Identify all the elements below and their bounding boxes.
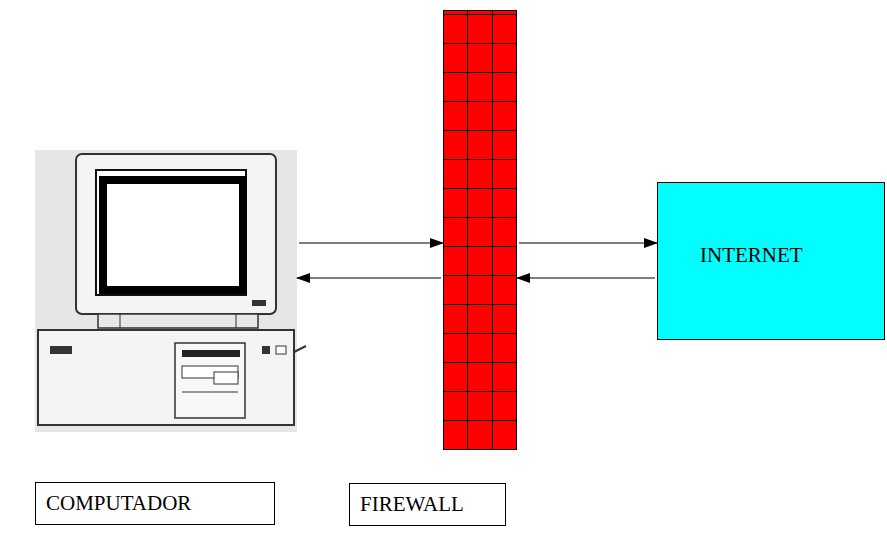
caption-label: COMPUTADOR — [35, 482, 275, 525]
arrow-connector — [517, 277, 655, 278]
caption-label: FIREWALL — [349, 483, 506, 526]
computer-node: COMPUTADOR — [35, 150, 297, 432]
arrow-connector — [297, 277, 441, 278]
firewall-node: FIREWALL — [443, 10, 517, 450]
node-label: INTERNET — [700, 243, 874, 268]
internet-box: INTERNET — [657, 182, 885, 340]
arrow-connector — [519, 242, 657, 243]
arrow-connector — [299, 242, 443, 243]
